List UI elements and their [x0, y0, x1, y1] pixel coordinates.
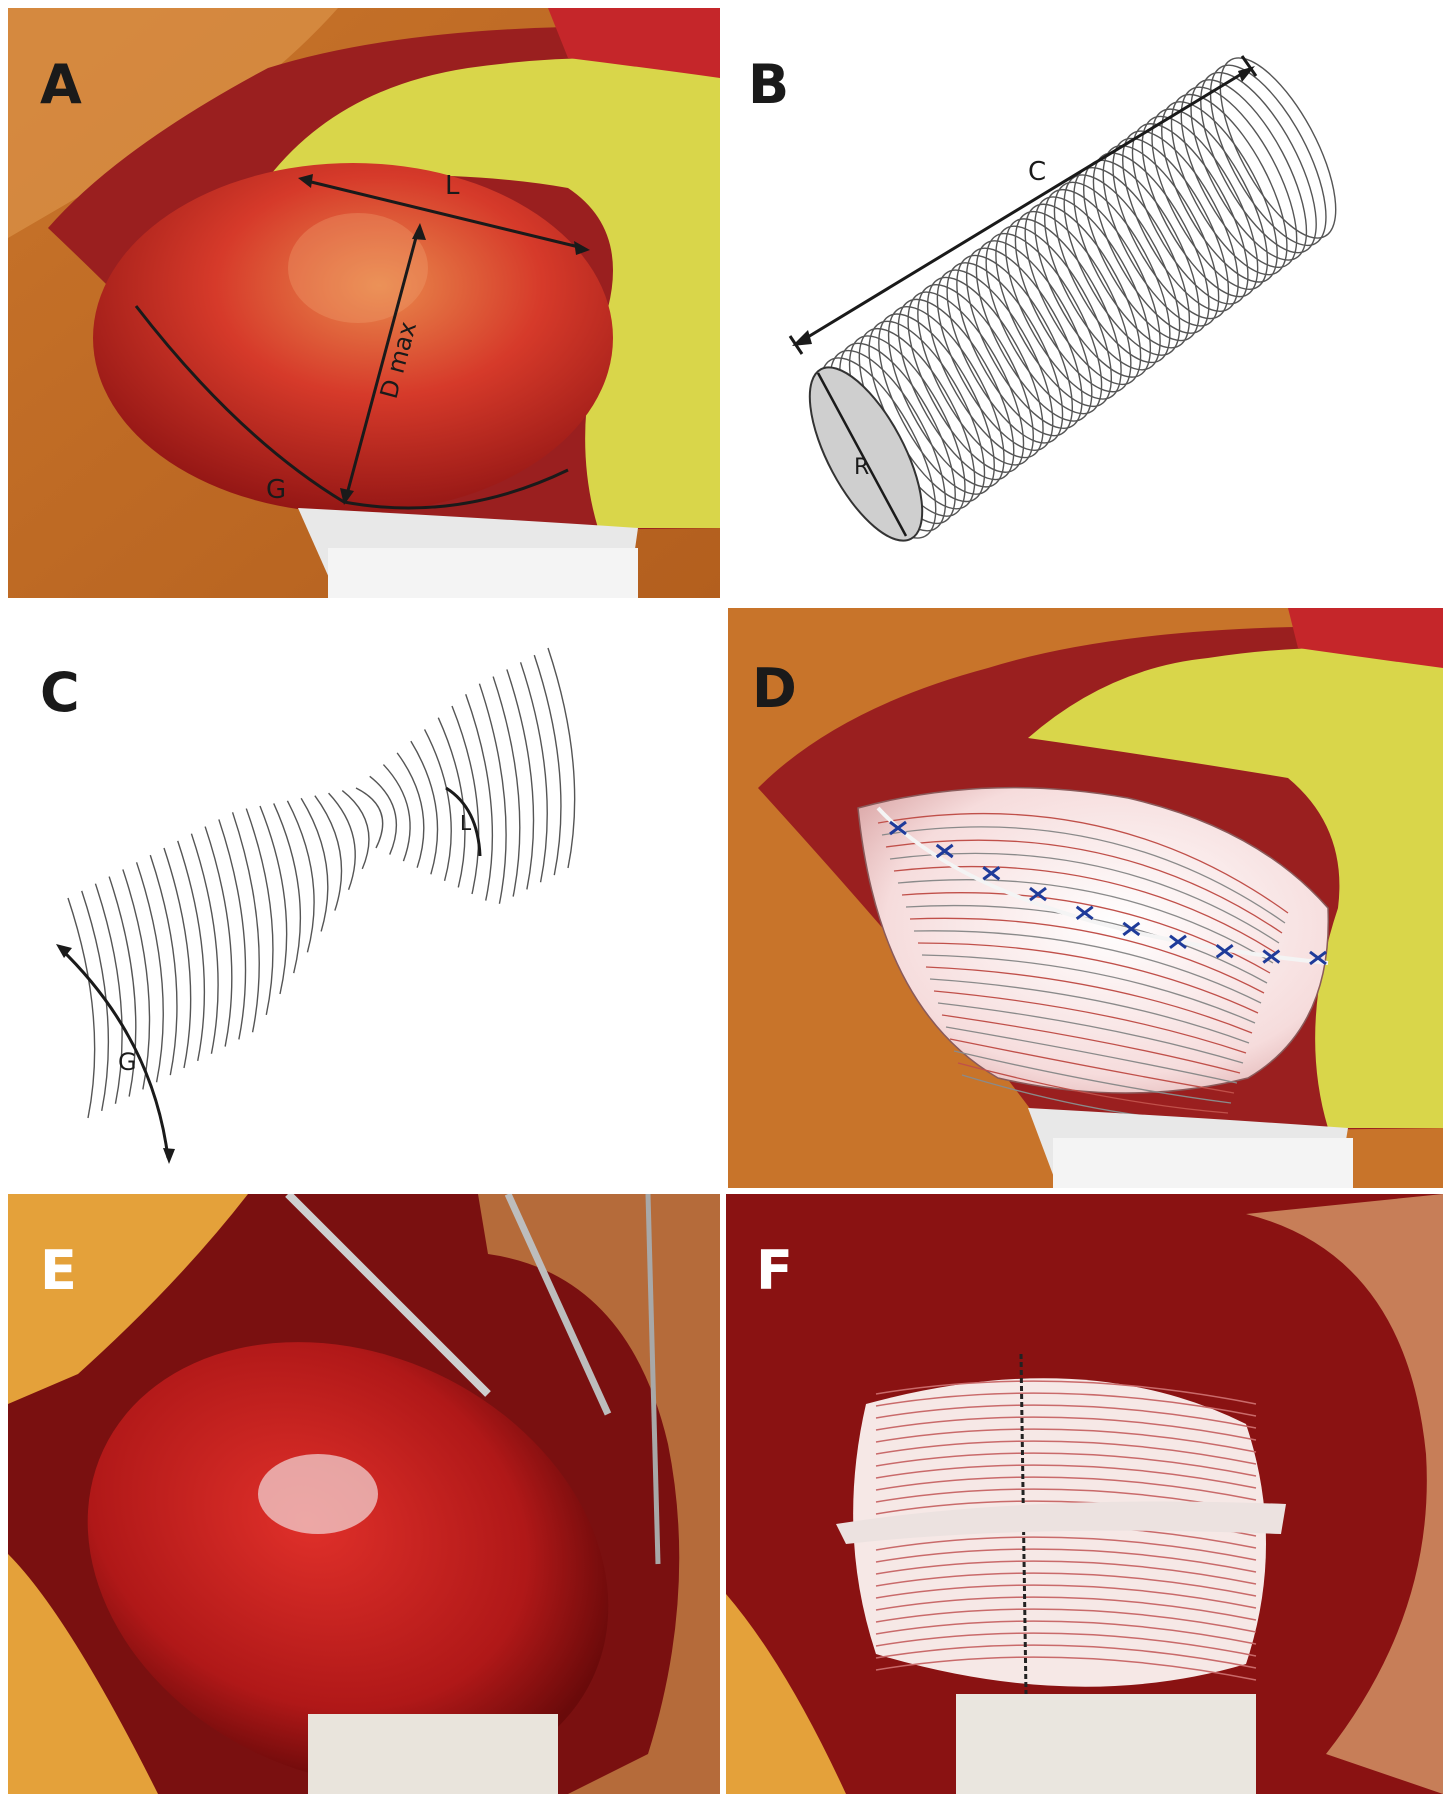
label-girth: G: [266, 475, 286, 505]
panel-a-illustration: L D max G: [8, 8, 720, 598]
panel-a: L D max G A: [8, 8, 720, 598]
panel-d-illustration: [728, 608, 1443, 1188]
label-girth-c: G: [118, 1048, 137, 1076]
panel-b-graft-diagram: R C: [728, 8, 1443, 598]
panel-letter-c: C: [40, 661, 80, 724]
panel-letter-a: A: [40, 53, 82, 116]
label-radius: R: [854, 455, 869, 480]
panel-letter-b: B: [748, 53, 790, 116]
panel-f: F: [726, 1194, 1443, 1794]
panel-letter-e: E: [40, 1239, 77, 1302]
panel-e: E: [8, 1194, 720, 1794]
panel-f-surgical-photo: [726, 1194, 1443, 1794]
panel-c-graft-pattern: L G: [8, 608, 720, 1188]
panel-letter-d: D: [752, 657, 797, 720]
label-length-c: L: [460, 811, 472, 835]
label-length: L: [445, 171, 460, 201]
label-circumference: C: [1028, 157, 1046, 187]
panel-d: D: [728, 608, 1443, 1188]
panel-letter-f: F: [756, 1239, 793, 1302]
panel-e-surgical-photo: [8, 1194, 720, 1794]
panel-c: L G C: [8, 608, 720, 1188]
panel-b: R C B: [728, 8, 1443, 598]
